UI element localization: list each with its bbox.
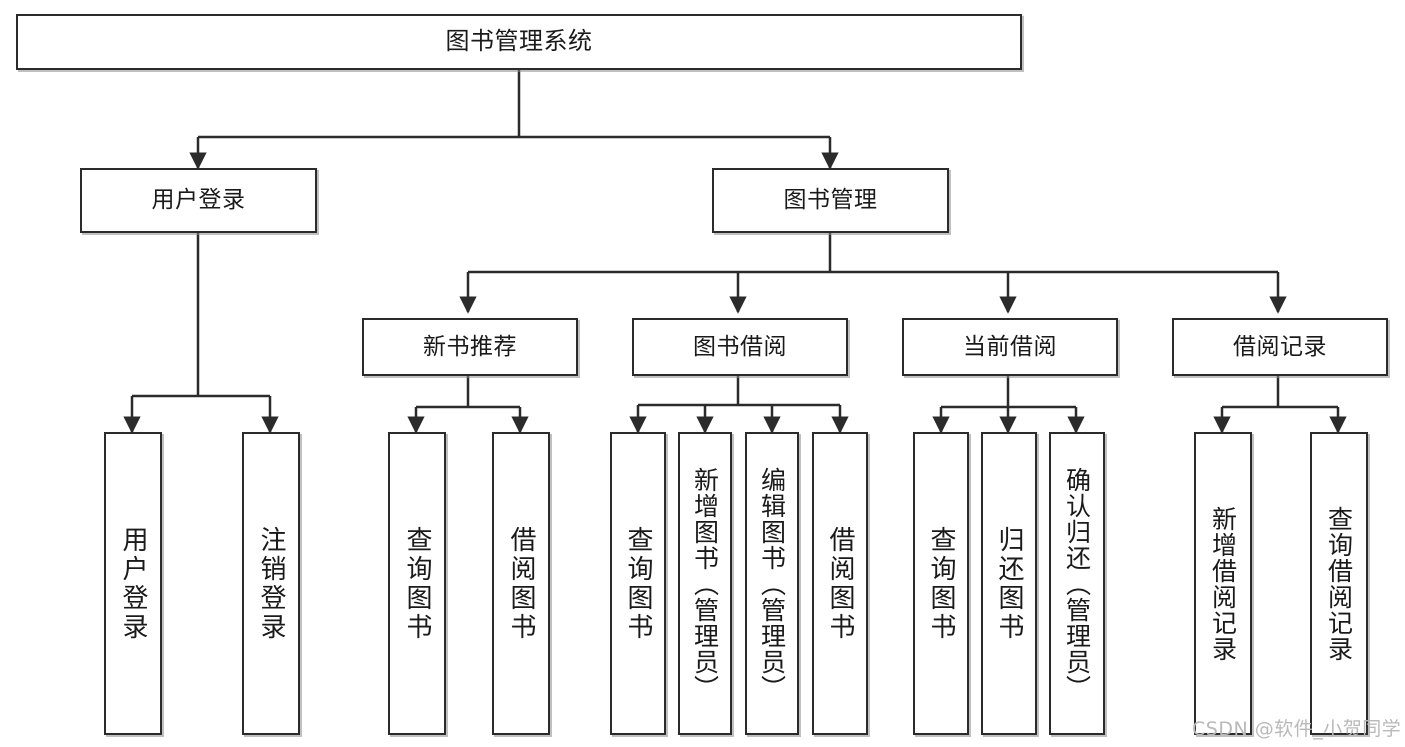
- node-new-book-recommend[interactable]: 新书推荐: [362, 318, 578, 376]
- node-user-login-label: 用户登录: [151, 187, 246, 214]
- csdn-watermark: CSDN @软件_小贺同学: [1192, 718, 1402, 740]
- leaf-label: 用户登录: [118, 525, 148, 642]
- node-book-management[interactable]: 图书管理: [712, 168, 949, 233]
- node-book-borrow-label: 图书借阅: [693, 333, 787, 360]
- leaf-label: 新增借阅记录: [1208, 505, 1238, 662]
- leaf-borrow-record-add[interactable]: 新增借阅记录: [1194, 432, 1252, 735]
- leaf-label: 查询图书: [623, 525, 653, 642]
- leaf-label: 查询借阅记录: [1324, 505, 1354, 662]
- node-root-label: 图书管理系统: [445, 27, 593, 56]
- leaf-label: 注销登录: [256, 525, 286, 642]
- leaf-book-borrow-query[interactable]: 查询图书: [610, 432, 666, 735]
- leaf-book-borrow-add[interactable]: 新增图书（管理员）: [678, 432, 732, 735]
- leaf-label: 编辑图书（管理员）: [757, 466, 787, 701]
- node-book-management-label: 图书管理: [783, 187, 878, 214]
- leaf-label: 新增图书（管理员）: [690, 466, 720, 701]
- leaf-label: 查询图书: [402, 525, 432, 642]
- leaf-label: 归还图书: [994, 525, 1024, 642]
- node-borrow-record-label: 借阅记录: [1233, 333, 1327, 360]
- node-current-borrow[interactable]: 当前借阅: [902, 318, 1118, 376]
- leaf-label: 借阅图书: [825, 525, 855, 642]
- node-borrow-record[interactable]: 借阅记录: [1172, 318, 1388, 376]
- node-root[interactable]: 图书管理系统: [16, 14, 1022, 70]
- leaf-user-login-logout[interactable]: 注销登录: [242, 432, 300, 735]
- leaf-label: 查询图书: [926, 525, 956, 642]
- leaf-label: 借阅图书: [506, 525, 536, 642]
- leaf-new-book-query[interactable]: 查询图书: [388, 432, 446, 735]
- leaf-current-borrow-query[interactable]: 查询图书: [913, 432, 969, 735]
- leaf-label: 确认归还（管理员）: [1062, 466, 1092, 701]
- leaf-book-borrow-edit[interactable]: 编辑图书（管理员）: [745, 432, 799, 735]
- node-user-login[interactable]: 用户登录: [80, 168, 317, 233]
- leaf-borrow-record-query[interactable]: 查询借阅记录: [1310, 432, 1368, 735]
- leaf-current-borrow-return[interactable]: 归还图书: [981, 432, 1037, 735]
- leaf-current-borrow-confirm[interactable]: 确认归还（管理员）: [1049, 432, 1105, 735]
- leaf-book-borrow-borrow[interactable]: 借阅图书: [812, 432, 868, 735]
- node-book-borrow[interactable]: 图书借阅: [632, 318, 848, 376]
- node-new-book-recommend-label: 新书推荐: [423, 333, 517, 360]
- leaf-new-book-borrow[interactable]: 借阅图书: [492, 432, 550, 735]
- node-current-borrow-label: 当前借阅: [963, 333, 1057, 360]
- leaf-user-login-login[interactable]: 用户登录: [104, 432, 162, 735]
